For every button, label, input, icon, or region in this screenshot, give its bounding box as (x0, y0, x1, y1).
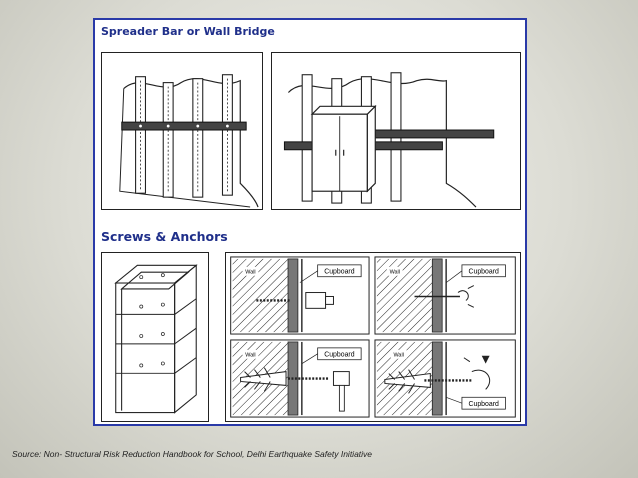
plastic-anchor-detail: Cupboard Wall (230, 339, 370, 418)
screws-anchors-heading: Screws & Anchors (101, 229, 228, 244)
wood-screw-detail: Cupboard Wall (230, 256, 370, 335)
anchor-screwdriver-detail: Wall Cupboard (374, 339, 516, 418)
toggle-bolt-detail: Cupboard Wall (374, 256, 516, 335)
wall-label-4: Wall (394, 353, 404, 359)
screws-anchors-detail-panel: Cupboard Wall Cupboard Wall (225, 252, 521, 422)
cupboard-label-2: Cupboard (469, 269, 499, 276)
wall-studs-drawing (119, 74, 259, 208)
cupboard-label-4: Cupboard (469, 401, 499, 408)
spreader-bar-wall-panel (101, 52, 263, 210)
figure-frame: Spreader Bar or Wall Bridge (93, 18, 527, 426)
wall-label-1: Wall (245, 270, 255, 276)
cabinet-on-wall-panel (271, 52, 521, 210)
wall-label-2: Wall (390, 270, 400, 276)
screws-anchors-drawing: Cupboard Wall Cupboard Wall (230, 256, 516, 418)
cupboard-label-3: Cupboard (324, 352, 354, 359)
spreader-bar-heading: Spreader Bar or Wall Bridge (101, 25, 275, 38)
bookshelf-panel (101, 252, 209, 422)
cupboard-label-1: Cupboard (324, 269, 354, 276)
wall-label-3: Wall (245, 353, 255, 359)
wall-cabinet-drawing (283, 72, 495, 208)
bookshelf-drawing (114, 264, 198, 414)
source-caption: Source: Non- Structural Risk Reduction H… (12, 449, 373, 459)
